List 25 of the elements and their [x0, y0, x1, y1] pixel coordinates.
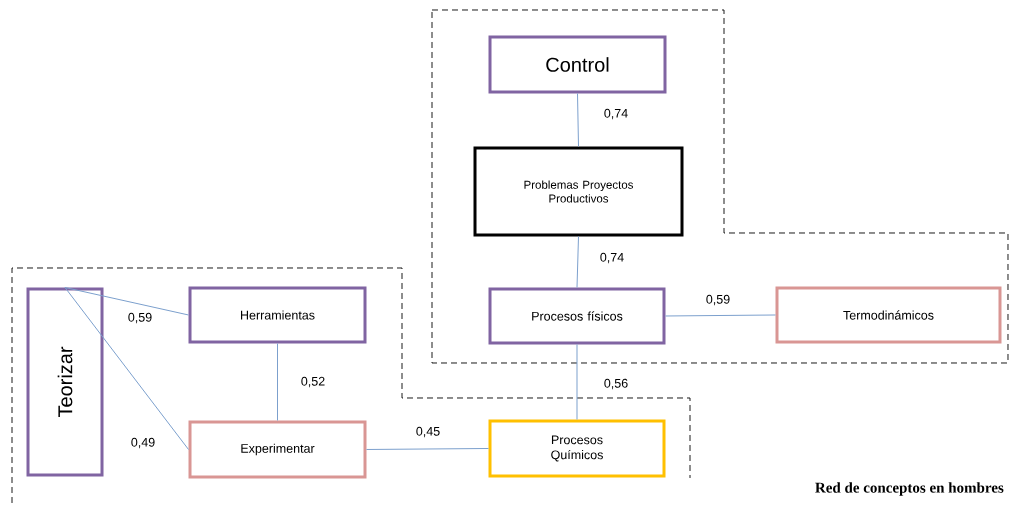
connector-line: [576, 236, 579, 288]
concept-box: Procesos físicos: [488, 287, 666, 345]
caption: Red de conceptos en hombres: [813, 481, 1005, 497]
concept-box: Procesos Químicos: [488, 419, 666, 478]
edge-label: 0,74: [598, 251, 626, 265]
edge-label: 0,74: [602, 107, 630, 121]
connector-line: [577, 93, 579, 147]
concept-box: Teorizar: [26, 287, 104, 477]
connector-line: [576, 344, 578, 420]
edge-label: 0,56: [602, 377, 630, 391]
edge-label: 0,59: [126, 311, 154, 325]
concept-box: Herramientas: [188, 286, 367, 344]
concept-box: Experimentar: [188, 420, 367, 479]
connector-line: [64, 287, 189, 316]
concept-box: Termodinámicos: [775, 286, 1002, 344]
concept-box: Problemas Proyectos Productivos: [473, 146, 684, 237]
connector-line: [64, 287, 189, 450]
edge-label: 0,45: [414, 425, 442, 439]
edge-label: 0,52: [299, 375, 327, 389]
edge-label: 0,49: [129, 436, 157, 450]
connector-line: [366, 448, 489, 450]
connector-line: [665, 314, 776, 317]
concept-box: Control: [488, 35, 667, 94]
connector-line: [277, 343, 278, 421]
edge-label: 0,59: [704, 293, 732, 307]
